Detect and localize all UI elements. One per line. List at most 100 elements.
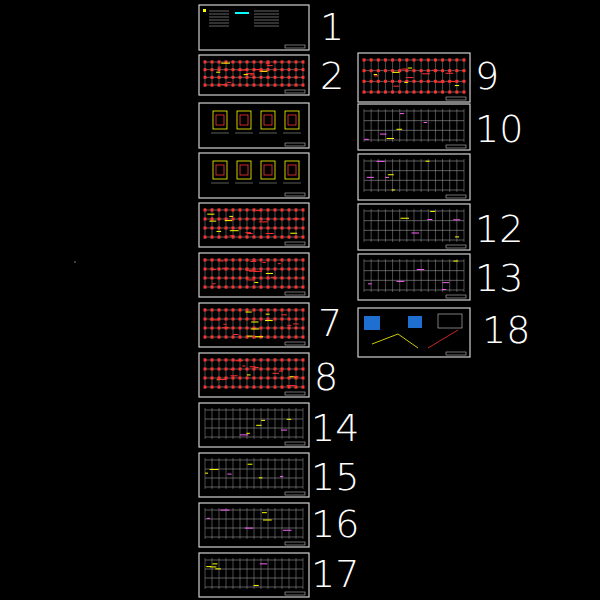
annotation-mark (265, 63, 269, 64)
column (295, 286, 298, 289)
grid-line (303, 408, 304, 439)
column (204, 218, 207, 221)
column (253, 227, 256, 230)
grid-line (449, 58, 450, 94)
sheet-frame (358, 154, 470, 200)
column (302, 227, 305, 230)
grid-line (205, 408, 206, 439)
grid-line (226, 458, 227, 489)
annotation-mark (254, 367, 258, 368)
grid-line (226, 358, 227, 389)
column (420, 69, 423, 72)
column (302, 218, 305, 221)
annotation-mark (392, 72, 399, 73)
column (218, 76, 221, 79)
grid-line (205, 308, 206, 339)
annotation-mark (453, 219, 460, 220)
grid-line (219, 358, 220, 389)
grid-line (205, 278, 303, 279)
column (281, 268, 284, 271)
column (377, 80, 380, 83)
column (246, 218, 249, 221)
column (253, 218, 256, 221)
column (281, 259, 284, 262)
grid-line (371, 259, 372, 292)
column (239, 286, 242, 289)
sheet-frame (199, 5, 309, 50)
column (288, 236, 291, 239)
column (260, 84, 263, 87)
annotation-mark (247, 279, 256, 280)
annotation-mark (244, 74, 249, 75)
note-line (254, 14, 279, 15)
column (225, 309, 228, 312)
column (246, 386, 249, 389)
sheet-frame (199, 503, 309, 547)
grid-line (399, 159, 400, 192)
column (288, 268, 291, 271)
column (225, 68, 228, 71)
grid-line (464, 259, 465, 292)
column (281, 377, 284, 380)
grid-line (212, 458, 213, 489)
column (239, 377, 242, 380)
grid-line (303, 308, 304, 339)
title-block (446, 245, 466, 248)
grid-line (212, 308, 213, 339)
grid-line (261, 358, 262, 389)
annotation-mark (396, 129, 402, 130)
column (295, 359, 298, 362)
title-block (285, 342, 305, 345)
annotation-mark (245, 232, 251, 233)
dim-line (283, 183, 301, 184)
grid-line (212, 558, 213, 589)
column (260, 236, 263, 239)
annotation-mark (387, 138, 394, 139)
column (281, 318, 284, 321)
column (253, 236, 256, 239)
title-block (285, 90, 305, 93)
dim-line (259, 183, 277, 184)
column (295, 209, 298, 212)
title-block (285, 442, 305, 445)
column (413, 59, 416, 62)
grid-line (275, 408, 276, 439)
column (239, 309, 242, 312)
grid-line (275, 458, 276, 489)
column (377, 69, 380, 72)
title-block (285, 542, 305, 545)
grid-line (205, 369, 303, 370)
annotation-mark (278, 263, 281, 264)
column (427, 59, 430, 62)
column (363, 59, 366, 62)
column (260, 227, 263, 230)
grid-line (261, 408, 262, 439)
grid-line (240, 60, 241, 87)
column (218, 209, 221, 212)
grid-line (247, 308, 248, 339)
grid-line (219, 408, 220, 439)
column (211, 61, 214, 64)
column (463, 91, 466, 94)
column (274, 236, 277, 239)
column-section (237, 161, 251, 179)
column (246, 318, 249, 321)
annotation-mark (246, 312, 252, 313)
annotation-mark (417, 269, 425, 270)
column (218, 286, 221, 289)
column (405, 59, 408, 62)
annotation-mark (205, 473, 208, 474)
column (434, 80, 437, 83)
column (413, 91, 416, 94)
grid-line (464, 109, 465, 142)
column (260, 268, 263, 271)
column (398, 69, 401, 72)
grid-line (205, 508, 206, 539)
grid-line (442, 109, 443, 142)
grid-line (442, 58, 443, 94)
column (225, 236, 228, 239)
grid-line (371, 209, 372, 242)
column (260, 286, 263, 289)
